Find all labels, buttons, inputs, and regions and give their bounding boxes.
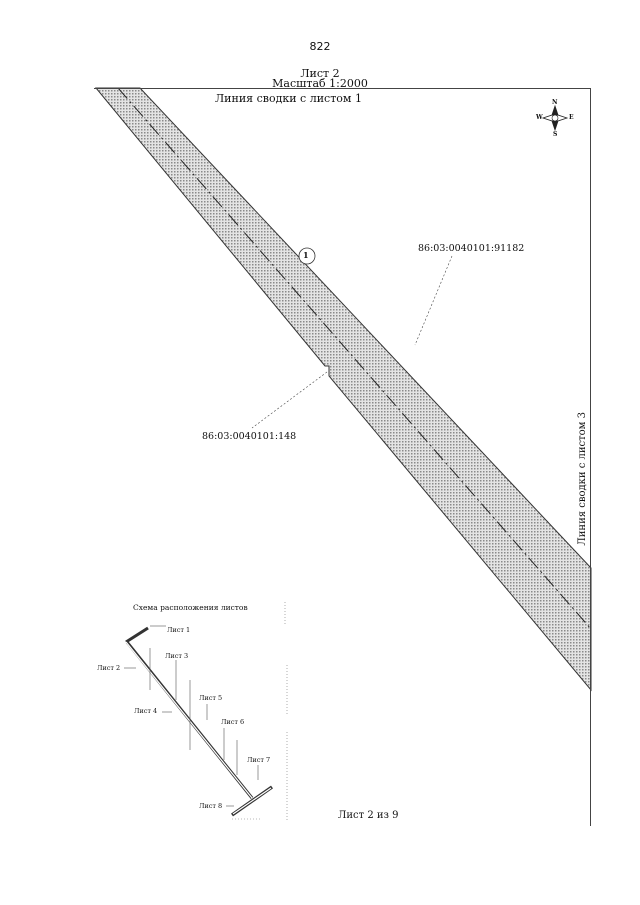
parcel-label-main: 86:03:0040101:91182 [418, 243, 525, 254]
scale-label: Масштаб 1:2000 [272, 77, 368, 90]
compass-e: E [569, 114, 574, 121]
compass-n: N [552, 99, 558, 106]
page-number: 822 [309, 40, 331, 53]
inset-title: Схема расположения листов [133, 603, 248, 612]
join-line-top-label: Линия сводки с листом 1 [215, 92, 362, 105]
leader-main [414, 255, 453, 346]
inset-route [125, 626, 274, 817]
feature-number: 1 [303, 250, 309, 260]
sheet-title: Лист 2 [300, 67, 340, 80]
parcel-label-small: 86:03:0040101:148 [202, 431, 297, 442]
join-line-right-label: Линия сводки с листом 3 [577, 412, 588, 546]
corridor-band-fill [94, 87, 592, 692]
compass-s: S [553, 131, 558, 138]
inset-sheet-label: Лист 6 [221, 718, 245, 726]
inset-sheet-label: Лист 7 [247, 756, 271, 764]
inset-sheet-label: Лист 3 [165, 652, 189, 660]
inset-sheet-label: Лист 2 [97, 664, 121, 672]
map-frame [94, 88, 591, 826]
inset-sheet-label: Лист 1 [167, 626, 191, 634]
compass-w: W [536, 114, 543, 121]
feature-circle [298, 247, 316, 265]
compass-rose-icon [541, 104, 569, 132]
sheet-footer: Лист 2 из 9 [338, 810, 399, 821]
inset-sheet-label: Лист 5 [199, 694, 223, 702]
inset-ticks [124, 625, 259, 807]
inset-sheet-label: Лист 8 [199, 802, 223, 810]
inset-sheet-label: Лист 4 [134, 707, 158, 715]
